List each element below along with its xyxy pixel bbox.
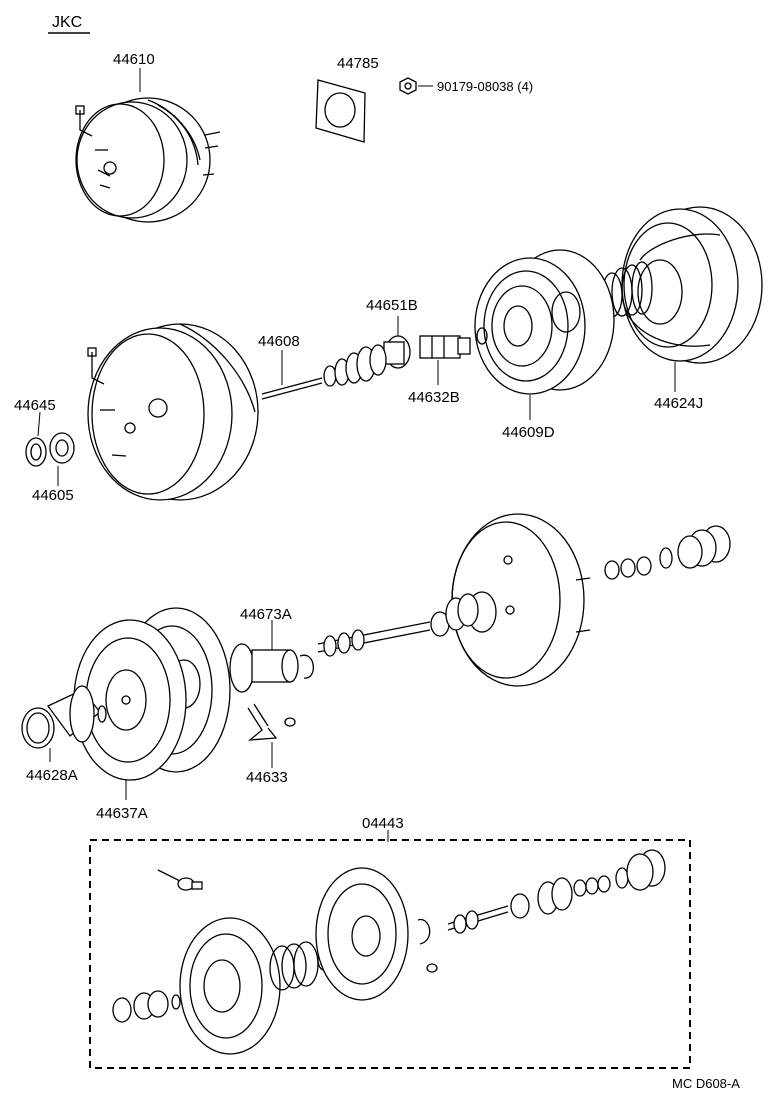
seal-set-right [604,547,673,580]
seal-cup-44628A [21,685,107,749]
diaphragm-plates-44637A [73,607,231,781]
label-44628A: 44628A [26,767,78,784]
boot-right [677,525,731,569]
label-44632B: 44632B [408,389,460,406]
label-44610: 44610 [113,51,155,68]
label-44609D: 44609D [502,424,555,441]
push-rod-44608 [261,344,387,400]
clip-44633 [247,703,296,741]
label-44651B: 44651B [366,297,418,314]
plunger-44651B [383,335,411,369]
valve-rod-middle [317,593,479,657]
label-44673A: 44673A [240,606,292,623]
housing-44673A [229,643,314,693]
label-44785: 44785 [337,55,379,72]
kit-box-04443 [89,839,691,1069]
front-shell [87,323,259,501]
label-90179: 90179-08038 (4) [437,79,533,94]
label-04443: 04443 [362,815,404,832]
footer-code: MC D608-A [672,1076,740,1091]
nut-90179 [399,77,417,95]
booster-assembly-44610 [75,97,221,223]
seal-44645 [25,437,47,467]
label-44605: 44605 [32,487,74,504]
header-code: JKC [52,14,82,31]
label-44645: 44645 [14,397,56,414]
gasket-44785 [315,79,366,143]
label-44633: 44633 [246,769,288,786]
label-44637A: 44637A [96,805,148,822]
valve-body-44632B [419,327,488,359]
kit-contents [112,849,666,1055]
rear-shell-44624J [621,206,763,364]
label-44608: 44608 [258,333,300,350]
diaphragm-44609D [474,249,615,395]
label-44624J: 44624J [654,395,703,412]
seal-44605 [49,432,75,464]
